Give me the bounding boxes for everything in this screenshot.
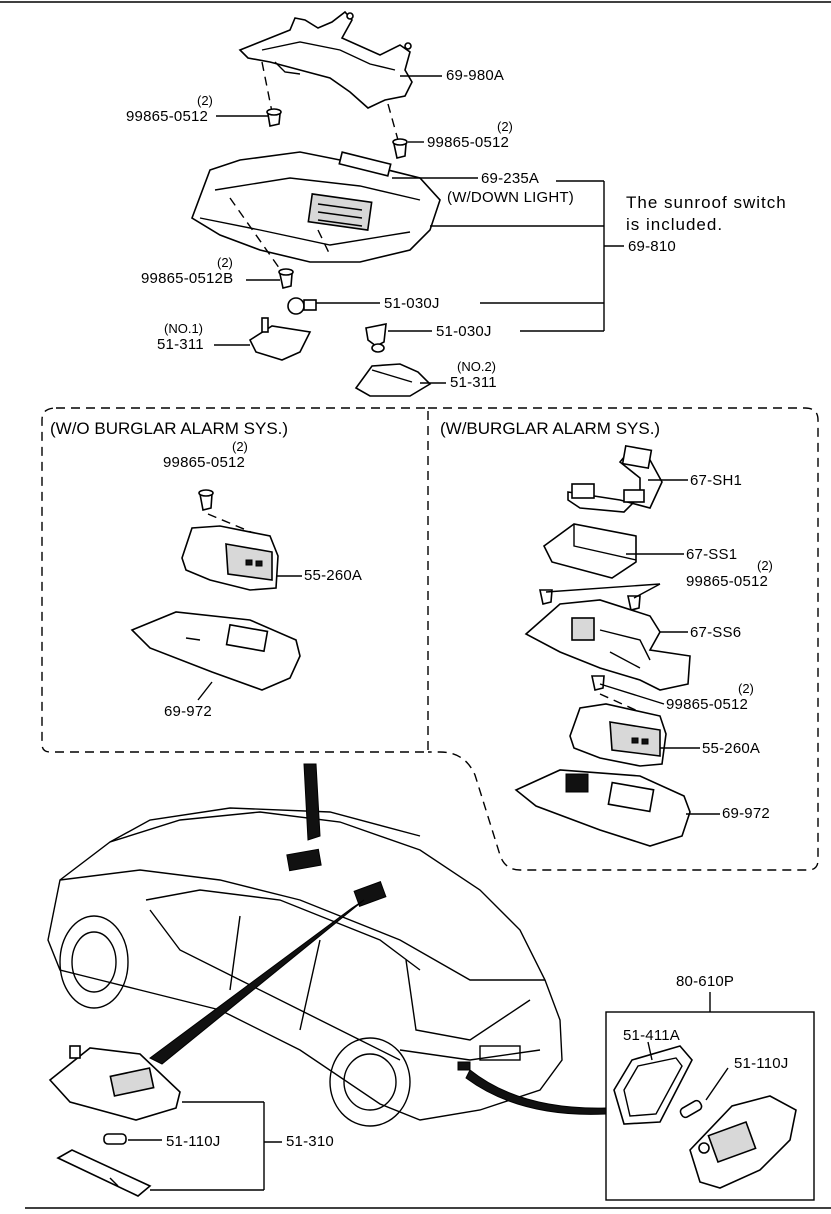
label-51-110j-kit: 51-110J — [734, 1055, 789, 1072]
qty-w-screw-a: (2) — [757, 558, 773, 573]
arrow-to-map-lamp — [149, 899, 365, 1065]
bulb-51-110j-map-drawing — [103, 1133, 127, 1145]
label-51-110j-map: 51-110J — [166, 1133, 221, 1150]
label-w-screw-a: 99865-0512 — [686, 573, 769, 590]
ss6-drawing — [524, 599, 691, 691]
ss1-drawing — [542, 523, 637, 579]
qty-w-screw-b: (2) — [738, 681, 754, 696]
qty-screw-top-right: (2) — [497, 119, 513, 134]
qty-lens-no2: (NO.2) — [457, 359, 496, 374]
bulb-51-110j-kit-drawing — [679, 1067, 729, 1119]
qty-screw-b: (2) — [217, 255, 233, 270]
label-51-311-no2: 51-311 — [450, 374, 497, 391]
bracket-69-980a-drawing — [238, 10, 413, 109]
screws-ss-drawing — [539, 589, 641, 611]
screw-top-left-drawing — [261, 61, 282, 127]
roof-map-lamp-marker — [353, 881, 387, 907]
label-67-sh1: 67-SH1 — [690, 472, 743, 489]
label-69-980a: 69-980A — [446, 67, 505, 84]
section-wo-burglar-alarm: (W/O BURGLAR ALARM SYS.) — [50, 419, 289, 438]
screw-b-drawing — [278, 268, 294, 289]
label-67-ss6: 67-SS6 — [690, 624, 742, 641]
map-lamp-51-310-drawing — [48, 1045, 181, 1121]
label-down-light: (W/DOWN LIGHT) — [447, 189, 574, 206]
console-69-235a-drawing — [191, 151, 441, 273]
bulb-51-030j-b-drawing — [365, 323, 387, 353]
label-51-311-no1: 51-311 — [157, 336, 204, 353]
bulb-51-030j-a-drawing — [287, 297, 317, 315]
arrow-to-console — [303, 763, 321, 841]
label-wo-69-972: 69-972 — [164, 703, 212, 720]
wo-cover-69-972-drawing — [130, 611, 301, 691]
label-screw-top-right: 99865-0512 — [427, 134, 510, 151]
wo-unit-55-260a-drawing — [181, 525, 279, 591]
wo-alarm-box — [41, 407, 429, 753]
label-69-810: 69-810 — [628, 238, 676, 255]
label-wo-screw: 99865-0512 — [163, 454, 246, 471]
label-w-screw-b: 99865-0512 — [666, 696, 749, 713]
label-51-310: 51-310 — [286, 1133, 334, 1150]
label-51-411a: 51-411A — [623, 1027, 680, 1044]
w-alarm-box — [428, 407, 819, 871]
w-unit-55-260a-drawing — [569, 703, 667, 767]
qty-wo-screw: (2) — [232, 439, 248, 454]
label-80-610p: 80-610P — [676, 973, 735, 990]
label-wo-55-260a: 55-260A — [304, 567, 363, 584]
wo-screw-drawing — [198, 489, 271, 541]
w-cover-69-972-drawing — [514, 769, 691, 847]
lens-51-311-no2-drawing — [354, 363, 432, 397]
lens-51-411a-drawing — [613, 1045, 693, 1125]
label-w-55-260a: 55-260A — [702, 740, 761, 757]
label-screw-top-left: 99865-0512 — [126, 108, 209, 125]
label-51-030j-a: 51-030J — [384, 295, 440, 312]
w-screw-b-drawing — [591, 675, 641, 713]
note-sunroof-line1: The sunroof switch — [626, 193, 787, 212]
lens-51-310-drawing — [56, 1149, 152, 1197]
roof-console-marker — [286, 848, 322, 872]
screw-top-right-drawing — [387, 103, 408, 159]
lens-51-311-no1-drawing — [248, 317, 312, 361]
section-w-burglar-alarm: (W/BURGLAR ALARM SYS.) — [440, 419, 661, 438]
qty-screw-top-left: (2) — [197, 93, 213, 108]
car-outline-drawing — [47, 807, 563, 1127]
sh1-drawing — [567, 444, 663, 513]
label-51-030j-b: 51-030J — [436, 323, 492, 340]
note-sunroof-line2: is included. — [626, 215, 724, 234]
label-67-ss1: 67-SS1 — [686, 546, 738, 563]
label-69-235a: 69-235A — [481, 170, 540, 187]
lic-lamp-housing-drawing — [689, 1095, 797, 1189]
qty-lens-no1: (NO.1) — [164, 321, 203, 336]
label-w-69-972: 69-972 — [722, 805, 770, 822]
label-screw-b: 99865-0512B — [141, 270, 234, 287]
